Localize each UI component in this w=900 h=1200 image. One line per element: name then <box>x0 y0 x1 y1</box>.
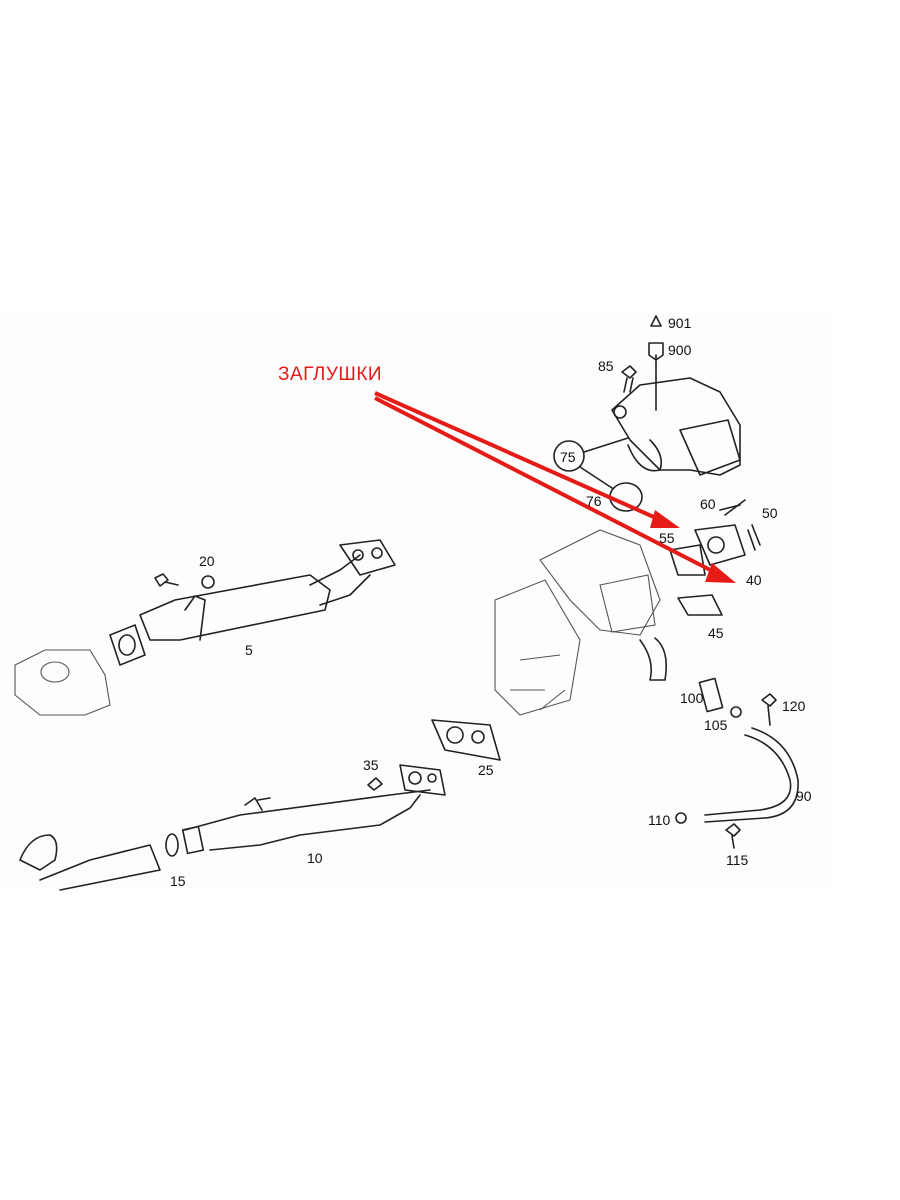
label-35: 35 <box>363 757 379 773</box>
front-pipe-10 <box>165 764 446 857</box>
label-110: 110 <box>648 812 671 828</box>
label-900: 900 <box>668 342 692 358</box>
label-25: 25 <box>478 762 494 778</box>
bolt-85 <box>621 365 637 393</box>
rear-pipe <box>39 844 161 891</box>
label-75: 75 <box>560 449 576 465</box>
label-50: 50 <box>762 505 778 521</box>
seal-ring-20 <box>201 575 215 589</box>
label-40: 40 <box>746 572 762 588</box>
label-60: 60 <box>700 496 716 512</box>
label-10: 10 <box>307 850 323 866</box>
gasket-45 <box>677 594 723 616</box>
label-76: 76 <box>586 493 602 509</box>
label-100: 100 <box>680 690 704 706</box>
label-20: 20 <box>199 553 215 569</box>
label-45: 45 <box>708 625 724 641</box>
gasket-25 <box>431 719 501 761</box>
egr-valve-upper <box>611 315 741 476</box>
label-120: 120 <box>782 698 806 714</box>
seal-ring-15 <box>165 833 179 857</box>
label-15: 15 <box>170 873 186 889</box>
annotation-arrows <box>374 391 736 583</box>
annotation-label: ЗАГЛУШКИ <box>278 364 382 385</box>
engine-block-outline <box>494 529 668 716</box>
pipe-90 <box>675 677 799 849</box>
cap-icon <box>650 315 662 327</box>
connector-icon <box>648 342 664 361</box>
diagram-background <box>0 310 832 890</box>
label-85: 85 <box>598 358 614 374</box>
label-115: 115 <box>726 852 749 868</box>
label-5: 5 <box>245 642 253 658</box>
turbo-outlet-outline <box>14 649 111 716</box>
label-90: 90 <box>796 788 812 804</box>
callout-labels: 901 900 85 75 76 60 50 55 40 45 20 5 100… <box>170 315 812 889</box>
flange-40 <box>694 524 746 566</box>
label-901: 901 <box>668 315 692 331</box>
bolt-50 <box>747 524 761 551</box>
bolt-60 <box>719 499 746 516</box>
label-105: 105 <box>704 717 728 733</box>
gasket-55 <box>669 544 706 576</box>
callout-circle-75 <box>553 440 585 472</box>
label-55: 55 <box>659 530 675 546</box>
catalytic-converter-5 <box>109 539 396 666</box>
